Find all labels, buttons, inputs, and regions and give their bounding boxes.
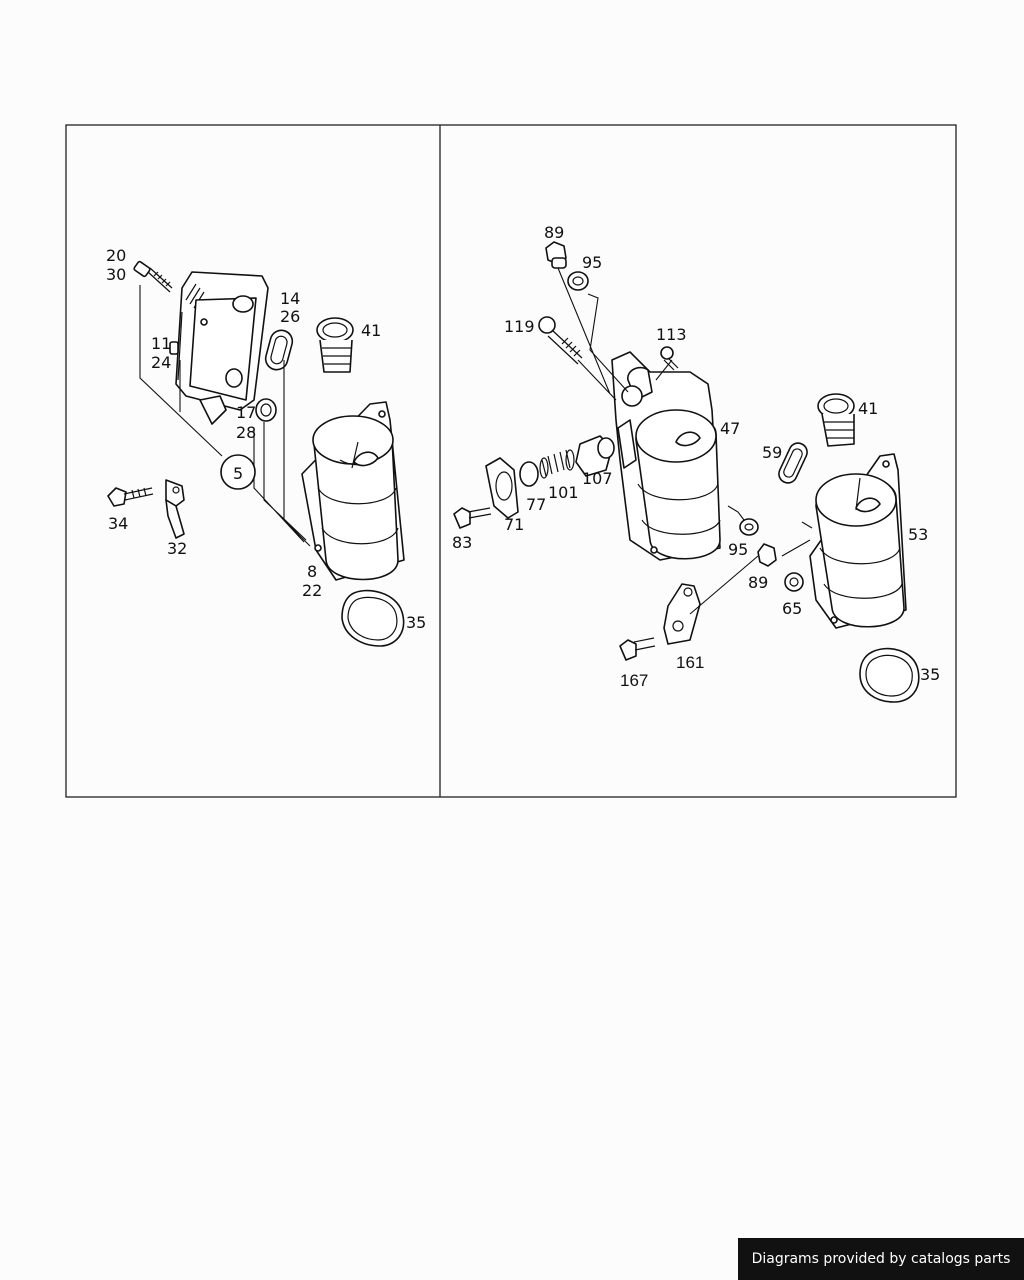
bolt-20-30: [133, 260, 173, 293]
plug-89-top: [545, 241, 567, 269]
label-95-bottom: 95: [728, 540, 748, 559]
bolt-119: [538, 316, 583, 365]
diagram-frame: [65, 124, 957, 798]
valve-107: [575, 435, 615, 477]
oil-cooler-11-24: [169, 271, 269, 425]
washer-95-bottom: [739, 518, 759, 536]
filter-housing-53: [809, 453, 907, 629]
label-113: 113: [656, 325, 687, 344]
bolt-113: [660, 346, 679, 371]
label-30: 30: [106, 265, 126, 284]
filter-housing-47: [611, 351, 721, 561]
label-26: 26: [280, 307, 300, 326]
label-34: 34: [108, 514, 128, 533]
leader-lines-left: [139, 285, 311, 547]
left-panel: 20 30 11 24 14 26 41 17 28 5 34 32 8 22 …: [106, 246, 426, 647]
label-35-right: 35: [920, 665, 940, 684]
label-5: 5: [233, 464, 243, 483]
label-83: 83: [452, 533, 472, 552]
label-65: 65: [782, 599, 802, 618]
label-14: 14: [280, 289, 300, 308]
label-47: 47: [720, 419, 740, 438]
label-101: 101: [548, 483, 579, 502]
bolt-34: [107, 487, 154, 507]
label-41-right: 41: [858, 399, 878, 418]
washer-65: [784, 572, 804, 592]
label-17: 17: [236, 403, 256, 422]
o-ring-77: [519, 461, 539, 487]
seal-ring-59: [778, 442, 808, 484]
label-119: 119: [504, 317, 535, 336]
bolt-83: [453, 507, 492, 529]
sensor-32: [165, 479, 185, 539]
label-89-top: 89: [544, 223, 564, 242]
bolt-167: [619, 637, 656, 661]
filter-housing-8-22: [301, 401, 405, 581]
label-20: 20: [106, 246, 126, 265]
label-32: 32: [167, 539, 187, 558]
right-panel: 89 95 119 113 47 41 59 107 101 77 71 83 …: [452, 223, 940, 703]
credit-banner: Diagrams provided by catalogs parts: [738, 1238, 1024, 1280]
gasket-71: [485, 457, 519, 519]
washer-17-28: [255, 398, 277, 422]
label-95-top: 95: [582, 253, 602, 272]
label-167: 167: [620, 671, 648, 690]
washer-95-top: [567, 271, 589, 291]
spring-101: [539, 449, 575, 479]
label-71: 71: [504, 515, 524, 534]
credit-text: Diagrams provided by catalogs parts: [751, 1251, 1011, 1267]
plug-89-bottom: [757, 543, 777, 567]
label-41: 41: [361, 321, 381, 340]
label-107: 107: [582, 469, 613, 488]
label-35: 35: [406, 613, 426, 632]
callout-circle-5: [220, 454, 256, 490]
label-28: 28: [236, 423, 256, 442]
seal-ring-35-left: [341, 589, 405, 647]
label-8: 8: [307, 562, 317, 581]
label-161: 161: [676, 653, 704, 672]
bracket-161: [663, 583, 701, 645]
label-89-bottom: 89: [748, 573, 768, 592]
pipe-41-right: [817, 393, 855, 447]
pipe-41-left: [316, 317, 354, 373]
label-53: 53: [908, 525, 928, 544]
seal-ring-14-26: [264, 329, 294, 371]
leader-lines-right: [557, 267, 813, 615]
seal-ring-35-right: [859, 647, 920, 703]
label-59: 59: [762, 443, 782, 462]
label-24: 24: [151, 353, 171, 372]
label-77: 77: [526, 495, 546, 514]
label-22: 22: [302, 581, 322, 600]
label-11: 11: [151, 334, 171, 353]
